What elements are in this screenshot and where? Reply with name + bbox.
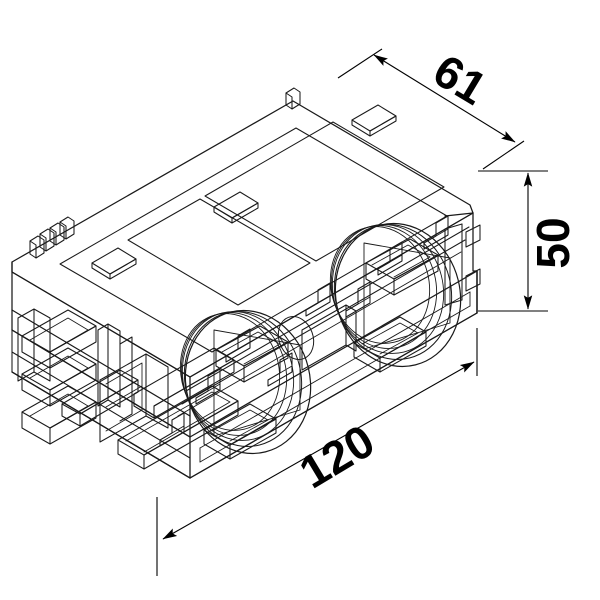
right-end-face [444, 212, 481, 314]
dimension-label-120: 120 [290, 414, 383, 498]
socket-right [329, 222, 462, 373]
centre-bridge [301, 304, 357, 371]
dimension-annotations: 61 50 120 [156, 44, 579, 576]
terminal-blocks-left [17, 308, 133, 445]
left-inner-panel [61, 347, 239, 470]
dimension-120: 120 [156, 328, 478, 576]
ext-line-61-a [337, 48, 383, 79]
dim-line-61 [373, 54, 516, 143]
dimension-label-50: 50 [527, 217, 579, 268]
dim-line-120 [162, 361, 475, 540]
dimension-50: 50 [478, 170, 579, 312]
socket-module-body [11, 87, 481, 479]
dimension-61: 61 [337, 44, 525, 170]
edge-clips [29, 87, 301, 259]
left-end-face [11, 261, 191, 479]
ext-line-61-b [482, 140, 525, 170]
dimension-label-61: 61 [425, 44, 496, 115]
